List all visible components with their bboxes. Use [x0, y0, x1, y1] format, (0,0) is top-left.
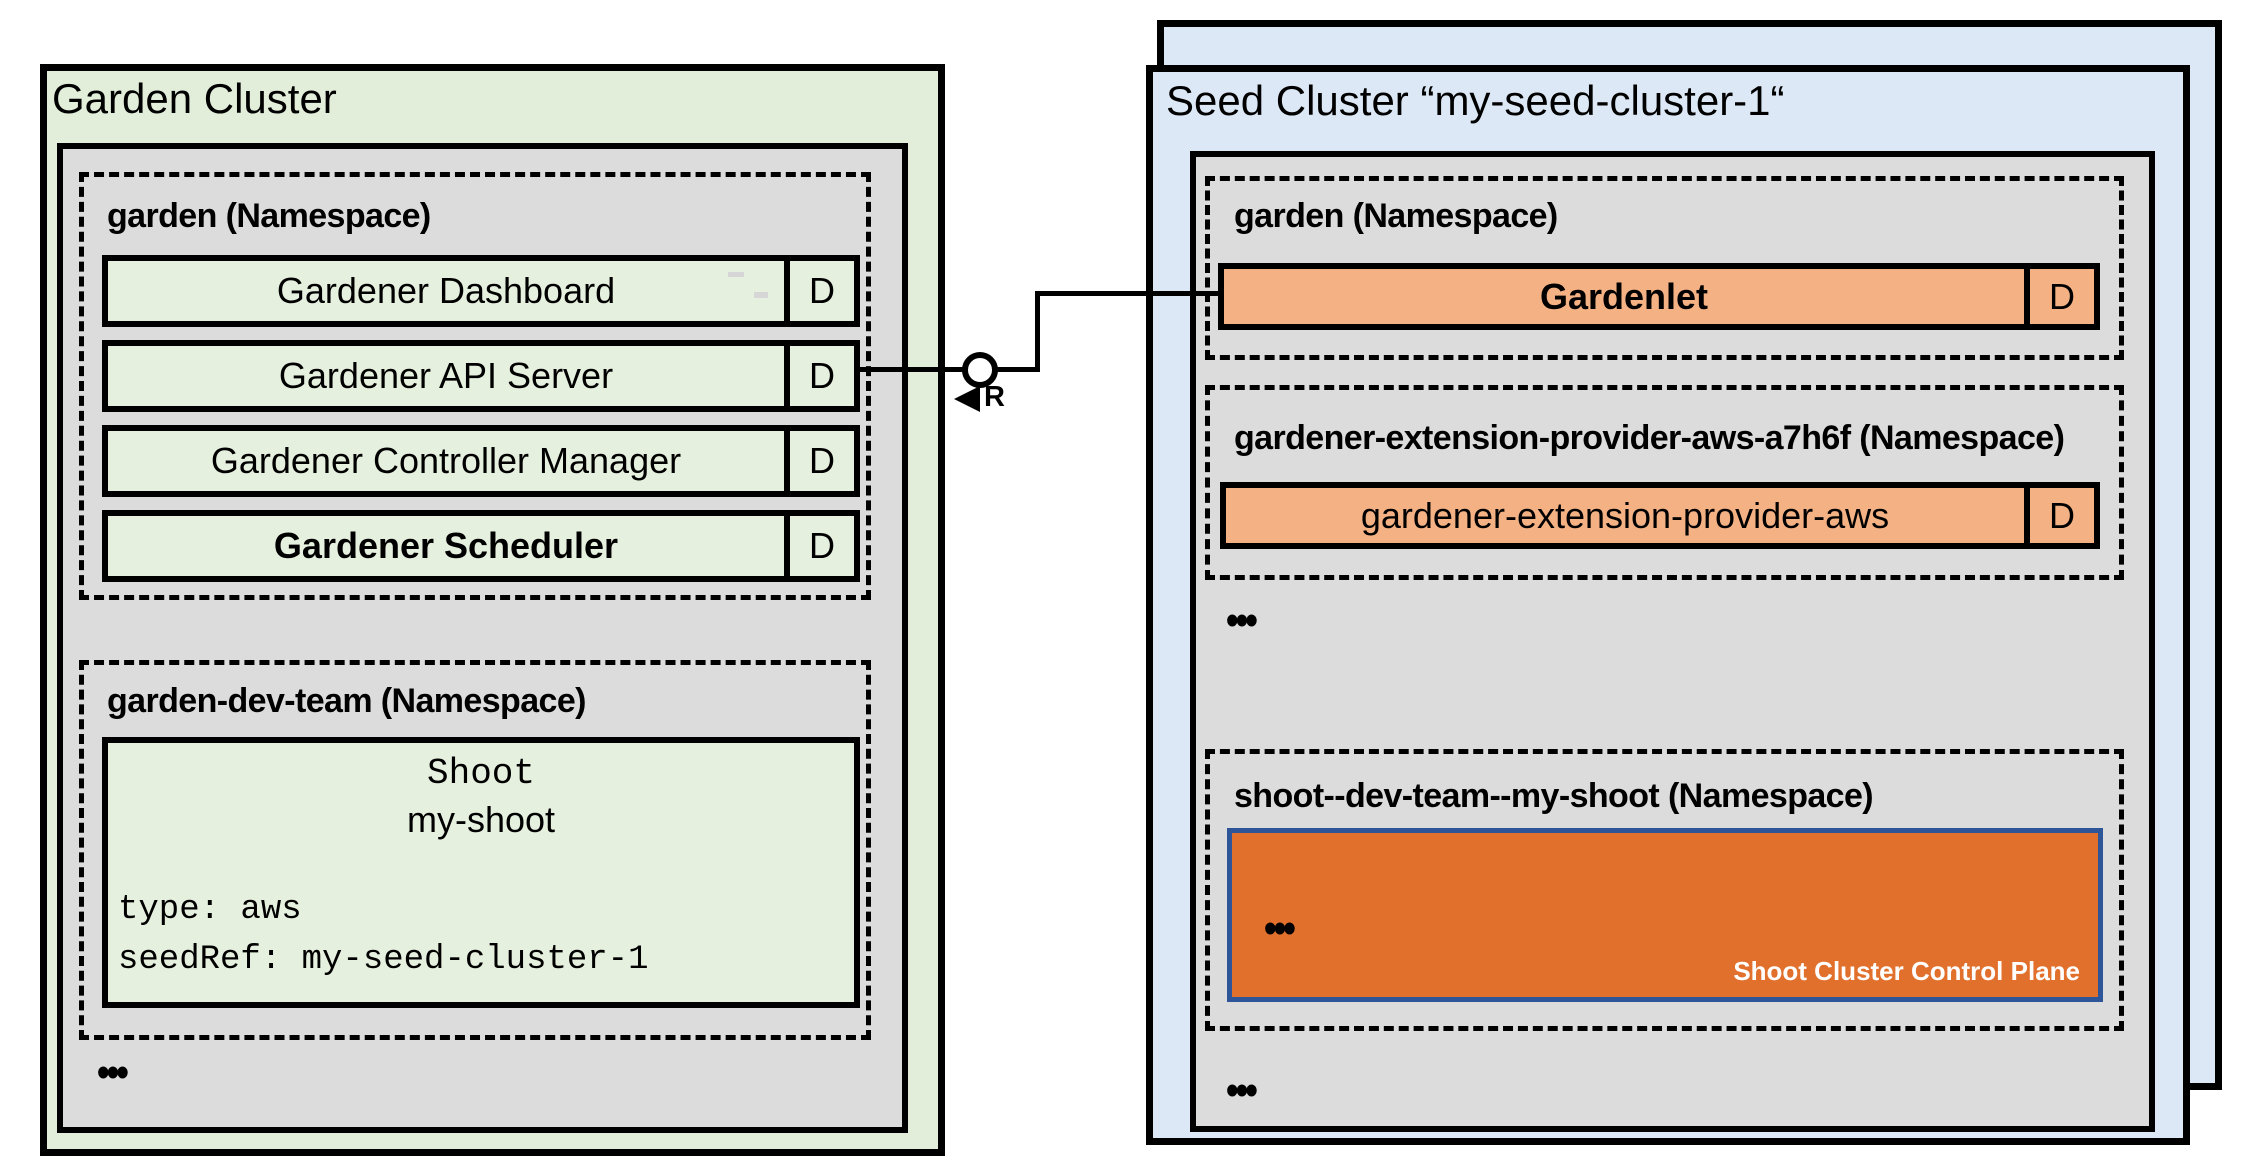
- shoot-spec-seedref: seedRef: my-seed-cluster-1: [118, 941, 649, 979]
- connector-line-horizontal-left: [856, 367, 1040, 372]
- deployment-gardener-dashboard: Gardener Dashboard D: [102, 255, 860, 327]
- deployment-gardener-extension-provider-aws: gardener-extension-provider-aws D: [1220, 482, 2100, 549]
- more-indicator: •••: [1264, 904, 1296, 952]
- more-indicator: •••: [1226, 596, 1258, 644]
- seed-cluster-box: Seed Cluster “my-seed-cluster-1“ garden …: [1146, 65, 2190, 1145]
- seed-namespace-shoot: shoot--dev-team--my-shoot (Namespace) ••…: [1205, 749, 2124, 1031]
- shoot-cluster-control-plane-box: ••• Shoot Cluster Control Plane: [1227, 828, 2103, 1002]
- shoot-resource-box: Shoot my-shoot type: aws seedRef: my-see…: [102, 737, 860, 1008]
- seed-namespace-extension: gardener-extension-provider-aws-a7h6f (N…: [1205, 385, 2124, 580]
- seed-namespace-garden: garden (Namespace) Gardenlet D: [1205, 176, 2124, 360]
- more-indicator: •••: [1226, 1066, 1258, 1114]
- deployment-gardenlet: Gardenlet D: [1218, 263, 2100, 330]
- connector-line-vertical: [1035, 291, 1040, 372]
- deployment-gardener-controller-manager: Gardener Controller Manager D: [102, 425, 860, 497]
- namespace-garden-dev-team: garden-dev-team (Namespace) Shoot my-sho…: [79, 660, 871, 1040]
- deployment-badge: D: [2024, 488, 2094, 543]
- artifact-dash: [728, 272, 744, 277]
- garden-cluster-body: garden (Namespace) Gardener Dashboard D …: [57, 143, 908, 1133]
- namespace-garden-label: garden (Namespace): [107, 197, 431, 235]
- seed-cluster-title: Seed Cluster “my-seed-cluster-1“: [1166, 77, 1785, 124]
- shoot-spec-type: type: aws: [118, 891, 302, 929]
- deployment-badge: D: [784, 261, 854, 321]
- deployment-badge: D: [784, 431, 854, 491]
- seed-cluster-body: garden (Namespace) Gardenlet D gardener-…: [1190, 151, 2155, 1132]
- deployment-name: Gardenlet: [1539, 275, 1709, 317]
- deployment-badge: D: [784, 346, 854, 406]
- deployment-name: gardener-extension-provider-aws: [1360, 494, 1890, 536]
- direction-arrow-icon: [954, 386, 980, 412]
- deployment-gardener-api-server: Gardener API Server D: [102, 340, 860, 412]
- deployment-name: Gardener API Server: [278, 355, 614, 396]
- connector-line-horizontal-right: [1035, 291, 1223, 296]
- namespace-garden-dev-team-label: garden-dev-team (Namespace): [107, 682, 586, 720]
- garden-cluster-box: Garden Cluster garden (Namespace) Garden…: [40, 64, 945, 1156]
- connector-r-label: R: [984, 381, 1005, 413]
- deployment-badge: D: [784, 516, 854, 576]
- artifact-dash: [754, 292, 768, 298]
- namespace-garden: garden (Namespace) Gardener Dashboard D …: [79, 172, 871, 600]
- shoot-cluster-control-plane-label: Shoot Cluster Control Plane: [1733, 956, 2080, 986]
- shoot-kind: Shoot: [426, 753, 536, 794]
- deployment-name: Gardener Controller Manager: [210, 440, 682, 481]
- deployment-badge: D: [2024, 269, 2094, 324]
- garden-cluster-title: Garden Cluster: [52, 75, 337, 122]
- seed-namespace-extension-label: gardener-extension-provider-aws-a7h6f (N…: [1234, 419, 2065, 457]
- deployment-name: Gardener Scheduler: [273, 525, 619, 566]
- interface-circle-icon: [962, 352, 998, 388]
- deployment-gardener-scheduler: Gardener Scheduler D: [102, 510, 860, 582]
- seed-namespace-garden-label: garden (Namespace): [1234, 197, 1558, 235]
- deployment-name: Gardener Dashboard: [276, 270, 616, 311]
- more-indicator: •••: [97, 1048, 129, 1096]
- shoot-name: my-shoot: [406, 799, 556, 840]
- seed-namespace-shoot-label: shoot--dev-team--my-shoot (Namespace): [1234, 777, 1874, 815]
